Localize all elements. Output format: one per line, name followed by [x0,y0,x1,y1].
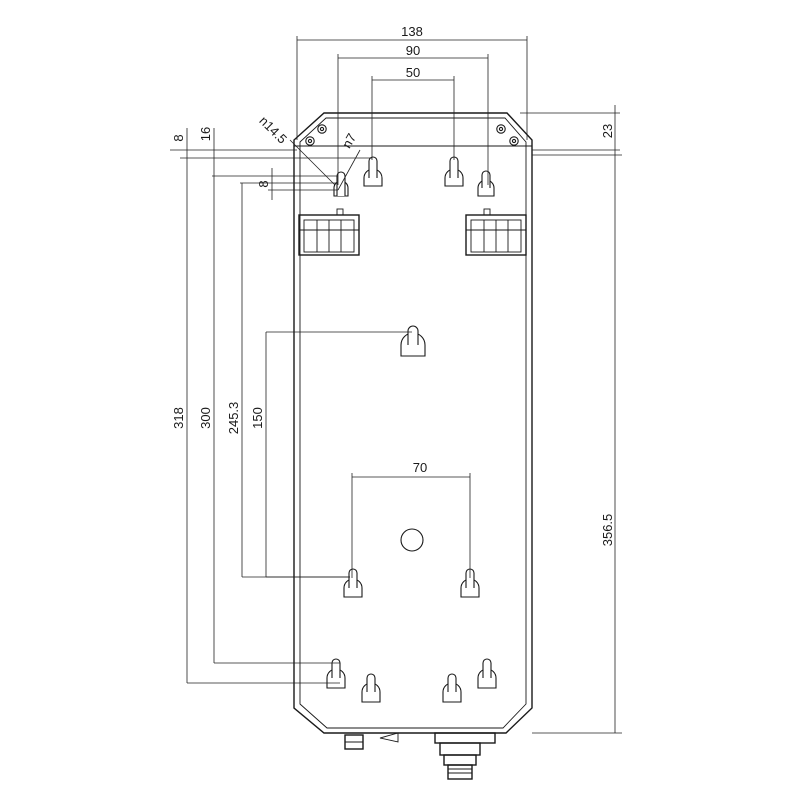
keyhole-mid-left [343,568,363,598]
keyhole-top-3 [444,156,464,187]
dim-23: 23 [600,124,615,138]
dim-8-slot: 8 [256,180,271,187]
dim-hole-14-5: n14.5 [256,113,290,147]
keyhole-mid-right [460,568,480,598]
keyhole-bottom-3 [442,673,462,703]
mounting-clip-left [298,208,360,256]
keyhole-center [400,325,426,357]
center-hole [400,528,424,552]
dim-8-top: 8 [171,134,186,141]
mounting-clip-right [465,208,527,256]
dim-slot-7: n7 [339,131,359,151]
bottom-connector-small [344,734,364,750]
dim-138: 138 [401,24,423,39]
dimension-lines [170,36,622,734]
dim-150: 150 [250,407,265,429]
keyhole-bottom-4 [477,658,497,689]
dim-16: 16 [198,127,213,141]
dim-70: 70 [413,460,427,475]
dim-356-5: 356.5 [600,514,615,547]
dim-300: 300 [198,407,213,429]
corner-screws [305,124,519,146]
dim-50: 50 [406,65,420,80]
keyhole-top-2 [363,156,383,187]
dimension-labels: 138 90 50 70 23 356.5 8 16 8 318 300 245… [171,24,615,546]
dim-90: 90 [406,43,420,58]
dim-245-3: 245.3 [226,402,241,435]
dim-318: 318 [171,407,186,429]
keyhole-bottom-2 [361,673,381,703]
keyhole-top-4 [477,170,495,197]
plate-body [293,112,533,734]
bottom-connector-cable [379,732,496,780]
